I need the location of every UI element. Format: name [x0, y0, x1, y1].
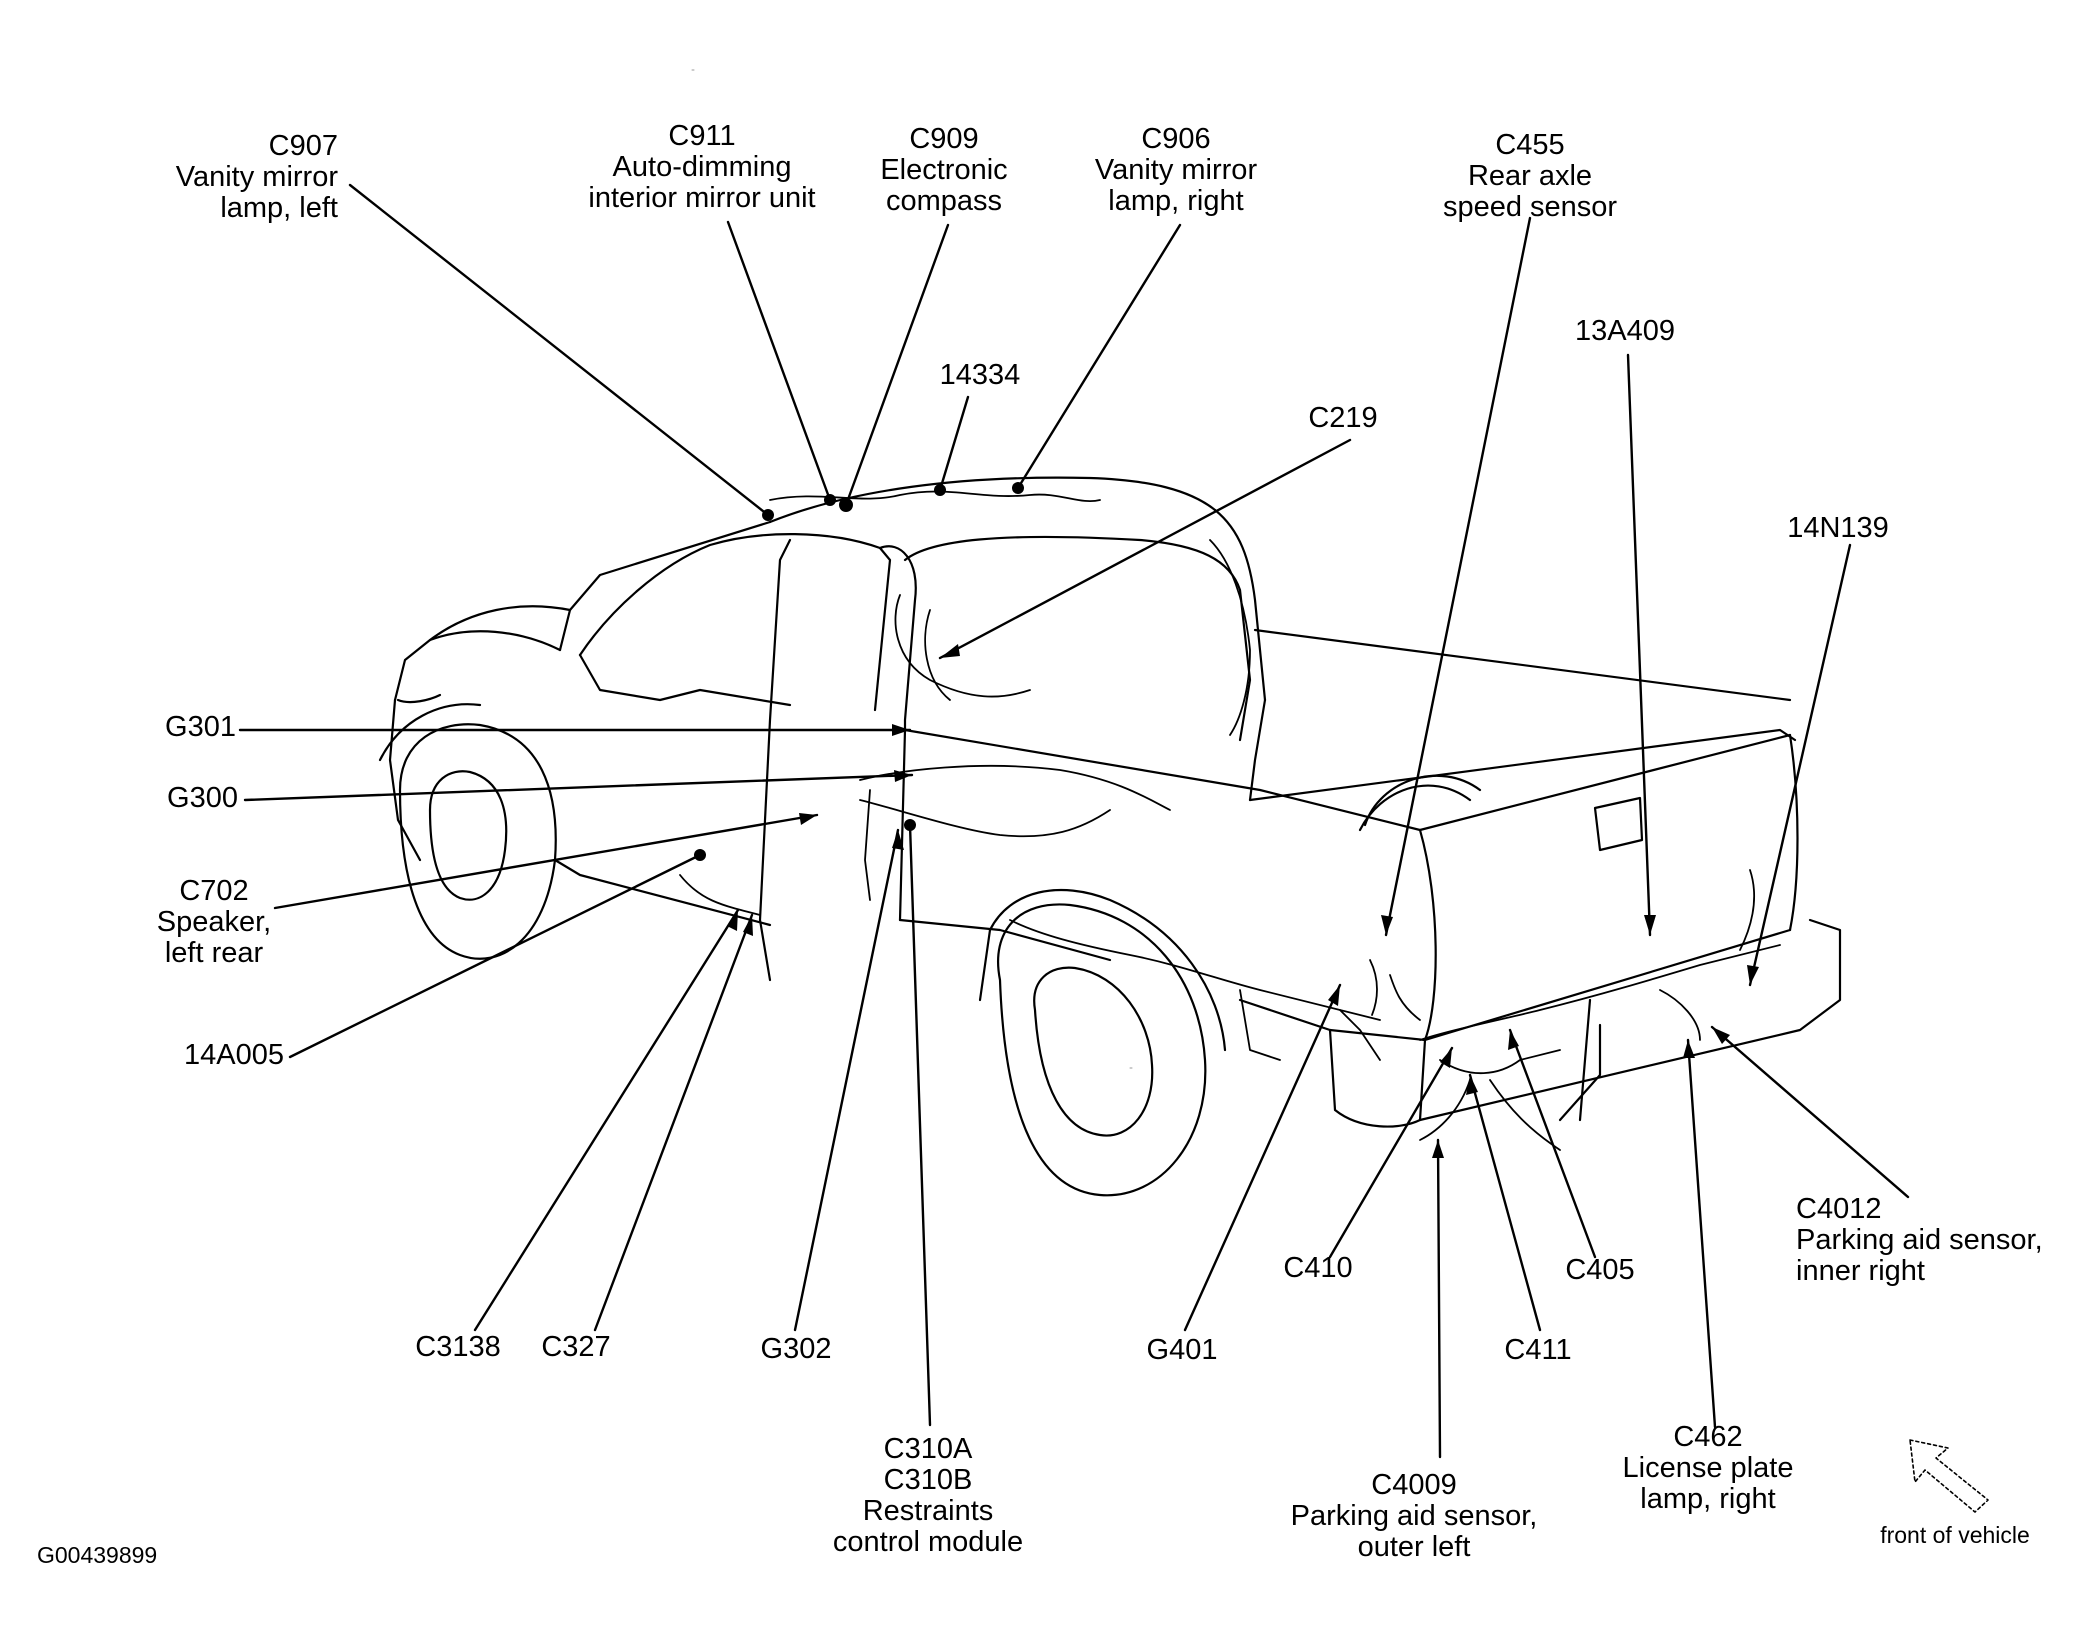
description-line-1: License plate	[1622, 1452, 1794, 1484]
code: C4009	[1371, 1469, 1457, 1501]
description-line-2: lamp, left	[220, 192, 338, 224]
description-line-1: Rear axle	[1467, 160, 1593, 192]
label-g300: G300	[167, 783, 238, 814]
code: C911	[668, 120, 736, 152]
label-g302: G302	[761, 1334, 832, 1365]
description-line-1: Vanity mirror	[1094, 154, 1258, 186]
description-line-2: inner right	[1796, 1255, 1925, 1287]
description-line-1: Parking aid sensor,	[1290, 1500, 1538, 1532]
description-line-1: Parking aid sensor,	[1796, 1224, 2043, 1256]
code: C410	[1283, 1252, 1353, 1284]
description-line-1: Speaker,	[156, 906, 272, 938]
code: 14A005	[184, 1039, 284, 1071]
label-c219: C219	[1308, 403, 1377, 434]
description-line-2: lamp, right	[1640, 1483, 1776, 1515]
code: C405	[1565, 1254, 1635, 1286]
front-of-vehicle-label: front of vehicle	[1880, 1522, 2030, 1548]
code: C702	[179, 875, 249, 907]
label-c411: C411	[1504, 1335, 1571, 1366]
description-line-2: outer left	[1357, 1531, 1471, 1563]
label-14n139: 14N139	[1787, 513, 1889, 544]
label-g301: G301	[165, 712, 236, 743]
code: 14334	[939, 359, 1021, 391]
code: G301	[165, 711, 236, 743]
description-line-2: control module	[832, 1526, 1024, 1558]
code: C455	[1495, 129, 1565, 161]
front-arrow-icon	[1909, 1439, 1989, 1513]
label-c906: C906 Vanity mirror lamp, right	[1095, 124, 1257, 217]
wiring-harness	[679, 490, 1781, 1151]
label-c327: C327	[541, 1332, 610, 1363]
code: G401	[1146, 1334, 1218, 1366]
leader-lines	[238, 183, 1910, 1459]
label-c907: C907 Vanity mirror lamp, left	[176, 131, 338, 224]
description-line-2: interior mirror unit	[588, 182, 816, 214]
description-line-1: Restraints	[862, 1495, 994, 1527]
label-c405: C405	[1565, 1255, 1634, 1286]
label-13a409: 13A409	[1575, 316, 1675, 347]
label-c4009: C4009 Parking aid sensor, outer left	[1291, 1470, 1538, 1563]
code: G302	[760, 1333, 832, 1365]
code: C907	[268, 130, 338, 162]
code: C4012	[1796, 1193, 1882, 1225]
code: C906	[1141, 123, 1211, 155]
code: C219	[1308, 402, 1378, 434]
code: C327	[541, 1331, 611, 1363]
label-14334: 14334	[940, 360, 1021, 391]
connector-points	[694, 482, 1759, 1158]
code: C310A	[883, 1433, 973, 1465]
label-14a005: 14A005	[184, 1040, 284, 1071]
label-c909: C909 Electronic compass	[880, 124, 1007, 217]
label-c410: C410	[1283, 1253, 1352, 1284]
label-c455: C455 Rear axle speed sensor	[1443, 130, 1617, 223]
truck-body-outline	[378, 476, 1842, 1197]
description-line-2: speed sensor	[1442, 191, 1618, 223]
description-line-2: lamp, right	[1108, 185, 1244, 217]
label-g401: G401	[1147, 1335, 1218, 1366]
description-line-2: left rear	[164, 937, 264, 969]
code: C411	[1504, 1334, 1572, 1366]
figure-id: G00439899	[37, 1542, 158, 1568]
label-c911: C911 Auto-dimming interior mirror unit	[588, 121, 815, 214]
label-c3138: C3138	[415, 1332, 500, 1363]
ghost-marks	[691, 69, 1133, 1069]
label-c4012: C4012 Parking aid sensor, inner right	[1796, 1194, 2043, 1287]
code: 13A409	[1575, 315, 1675, 347]
description-line-1: Vanity mirror	[175, 161, 338, 193]
code: G300	[167, 782, 238, 814]
label-c462: C462 License plate lamp, right	[1623, 1422, 1794, 1515]
code: C3138	[415, 1331, 501, 1363]
description-line-2: compass	[885, 185, 1003, 217]
code-2: C310B	[883, 1464, 973, 1496]
code: C909	[909, 123, 979, 155]
description-line-1: Electronic	[880, 154, 1008, 186]
description-line-1: Auto-dimming	[612, 151, 792, 183]
code: C462	[1673, 1421, 1743, 1453]
code: 14N139	[1787, 512, 1889, 544]
label-c702: C702 Speaker, left rear	[157, 876, 271, 969]
label-c310: C310A C310B Restraints control module	[833, 1434, 1023, 1558]
